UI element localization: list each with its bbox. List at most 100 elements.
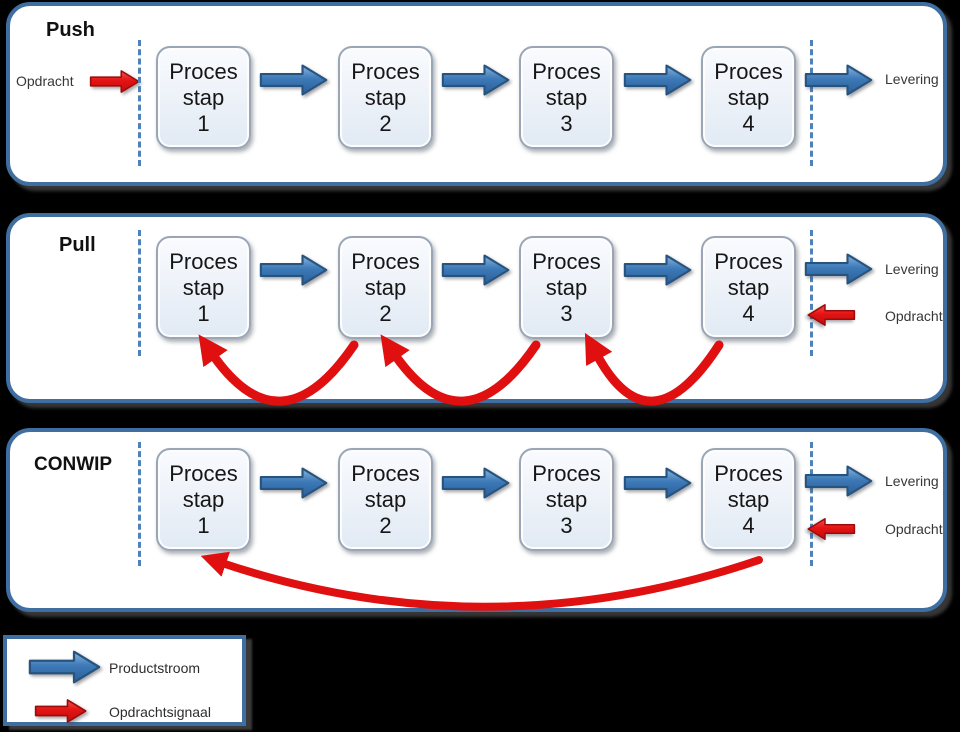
delivery-label: Levering [885, 473, 939, 489]
process-step-line: Proces [351, 460, 420, 486]
process-step-text: Proces stap 2 [351, 249, 419, 327]
order-signal-arrow-icon [807, 304, 856, 326]
process-step-box: Proces stap 1 [156, 46, 251, 149]
process-step-line: 3 [560, 300, 573, 326]
return-signal-arrow-icon [200, 551, 763, 611]
process-step-line: Proces [351, 248, 420, 274]
process-step-line: stap [182, 486, 225, 512]
product-flow-arrow-icon [804, 64, 873, 96]
process-step-box: Proces stap 2 [338, 236, 433, 339]
order-label: Opdracht [16, 73, 74, 89]
process-step-line: Proces [351, 58, 420, 84]
panel-title: Pull [59, 234, 96, 256]
process-step-line: Proces [532, 460, 601, 486]
legend-label: Productstroom [109, 660, 201, 676]
process-step-line: 4 [742, 512, 755, 538]
process-step-line: 4 [742, 110, 755, 136]
return-signal-arrow-icon [198, 334, 359, 406]
boundary-dashed-line [810, 442, 813, 566]
product-flow-arrow-icon [259, 254, 328, 286]
delivery-label: Levering [885, 261, 939, 277]
product-flow-arrow-icon [623, 254, 692, 286]
process-step-line: Proces [714, 460, 783, 486]
process-step-line: 2 [379, 512, 392, 538]
process-step-text: Proces stap 4 [714, 461, 782, 539]
process-step-line: Proces [169, 248, 238, 274]
product-flow-arrow-icon [623, 64, 692, 96]
process-step-box: Proces stap 4 [701, 448, 796, 551]
return-signal-arrow-icon [584, 332, 724, 406]
order-signal-arrow-icon [34, 699, 87, 723]
process-step-text: Proces stap 2 [351, 59, 419, 137]
process-step-line: Proces [169, 58, 238, 84]
process-step-text: Proces stap 3 [532, 249, 600, 327]
panel-conwip: CONWIP Proces stap 1 Proces stap 2 Proce… [6, 428, 947, 612]
process-step-line: stap [727, 274, 770, 300]
process-step-line: stap [727, 486, 770, 512]
process-step-line: 2 [379, 110, 392, 136]
process-step-line: Proces [714, 58, 783, 84]
product-flow-arrow-icon [441, 64, 510, 96]
process-step-line: 3 [560, 110, 573, 136]
legend-label: Opdrachtsignaal [109, 704, 211, 720]
process-step-box: Proces stap 1 [156, 236, 251, 339]
process-step-line: 1 [197, 512, 210, 538]
order-signal-arrow-icon [807, 518, 856, 540]
process-step-text: Proces stap 3 [532, 461, 600, 539]
process-step-line: stap [545, 486, 588, 512]
process-step-text: Proces stap 4 [714, 249, 782, 327]
product-flow-arrow-icon [28, 650, 101, 684]
process-step-line: stap [545, 84, 588, 110]
process-step-box: Proces stap 3 [519, 236, 614, 339]
process-step-box: Proces stap 4 [701, 236, 796, 339]
return-signal-arrow-icon [380, 334, 541, 406]
order-label: Opdracht [885, 308, 943, 324]
process-step-line: 3 [560, 512, 573, 538]
process-step-text: Proces stap 1 [169, 249, 237, 327]
process-step-line: Proces [714, 248, 783, 274]
panel-push: Push Opdracht Proces stap 1 Proces stap … [6, 2, 947, 186]
product-flow-arrow-icon [259, 467, 328, 499]
process-step-line: 2 [379, 300, 392, 326]
product-flow-arrow-icon [623, 467, 692, 499]
boundary-dashed-line [810, 40, 813, 166]
order-label: Opdracht [885, 521, 943, 537]
boundary-dashed-line [138, 40, 141, 166]
process-step-line: stap [364, 486, 407, 512]
process-step-line: stap [545, 274, 588, 300]
panel-pull: Pull Proces stap 1 Proces stap 2 Proces … [6, 213, 947, 406]
process-step-line: stap [727, 84, 770, 110]
process-step-line: Proces [532, 248, 601, 274]
process-step-line: 1 [197, 300, 210, 326]
product-flow-arrow-icon [804, 465, 873, 497]
boundary-dashed-line [810, 230, 813, 356]
process-step-text: Proces stap 1 [169, 59, 237, 137]
process-step-text: Proces stap 2 [351, 461, 419, 539]
boundary-dashed-line [138, 442, 141, 566]
product-flow-arrow-icon [804, 253, 873, 285]
process-step-box: Proces stap 2 [338, 448, 433, 551]
process-step-box: Proces stap 3 [519, 448, 614, 551]
process-step-box: Proces stap 1 [156, 448, 251, 551]
process-step-box: Proces stap 3 [519, 46, 614, 149]
delivery-label: Levering [885, 71, 939, 87]
legend: Productstroom Opdrachtsignaal [3, 635, 246, 726]
product-flow-arrow-icon [259, 64, 328, 96]
process-step-line: Proces [169, 460, 238, 486]
process-step-text: Proces stap 4 [714, 59, 782, 137]
process-step-box: Proces stap 2 [338, 46, 433, 149]
product-flow-arrow-icon [441, 467, 510, 499]
process-step-line: stap [182, 274, 225, 300]
process-step-box: Proces stap 4 [701, 46, 796, 149]
process-step-line: Proces [532, 58, 601, 84]
process-step-line: 4 [742, 300, 755, 326]
panel-title: CONWIP [34, 454, 113, 475]
process-step-text: Proces stap 1 [169, 461, 237, 539]
product-flow-arrow-icon [441, 254, 510, 286]
process-step-line: 1 [197, 110, 210, 136]
process-step-text: Proces stap 3 [532, 59, 600, 137]
panel-title: Push [46, 19, 95, 41]
boundary-dashed-line [138, 230, 141, 356]
order-signal-arrow-icon [89, 70, 140, 93]
